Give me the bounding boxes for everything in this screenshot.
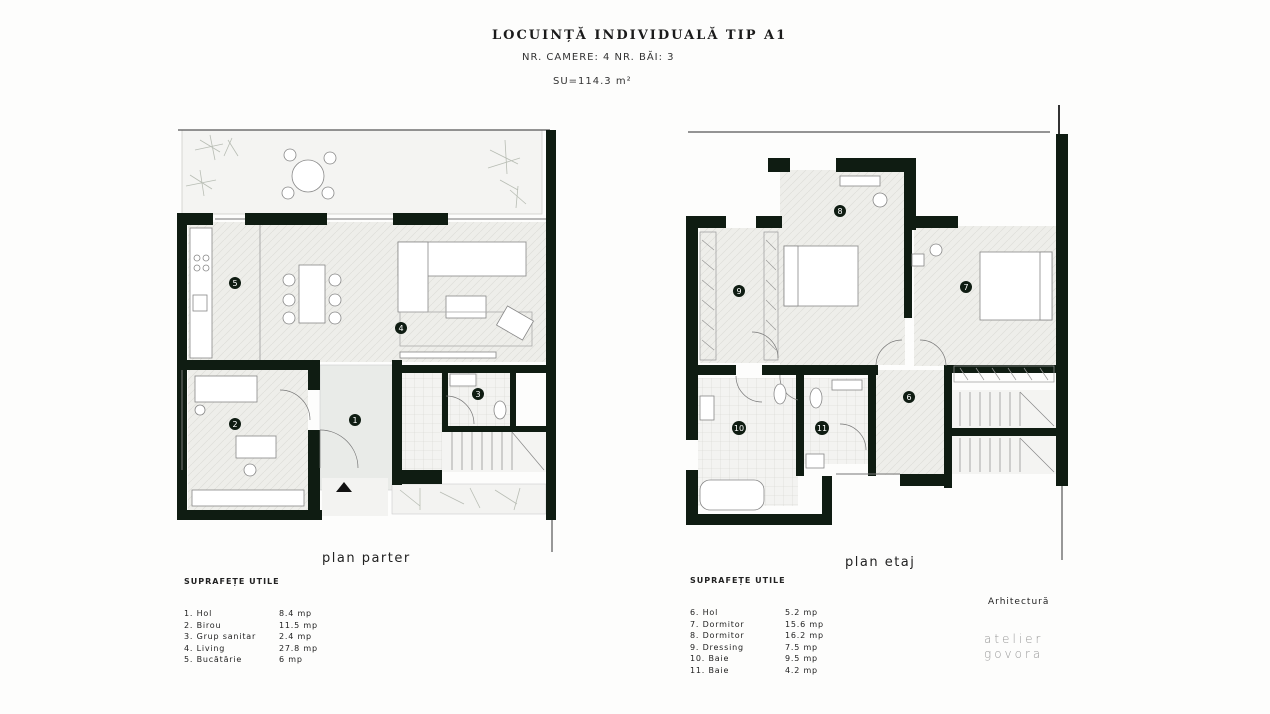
room-number: 1 [352, 416, 357, 425]
room-markers: 1 2 3 4 5 6 7 8 9 10 11 [229, 205, 972, 435]
upper-floor-plan [686, 105, 1068, 560]
room-marker-7: 7 [960, 281, 972, 293]
room-number: 4 [398, 324, 403, 333]
upper-areas-title: SUPRAFEȚE UTILE [690, 576, 786, 585]
room-number: 6 [906, 393, 911, 402]
upper-floor-label: plan etaj [845, 555, 916, 570]
room-number: 10 [734, 424, 744, 433]
room-number: 8 [837, 207, 842, 216]
room-number: 11 [817, 424, 827, 433]
bathroom-fixtures [699, 379, 863, 511]
room-marker-6: 6 [903, 391, 915, 403]
room-marker-1: 1 [349, 414, 361, 426]
bed-icon [783, 175, 1053, 321]
ground-floor-plan [177, 129, 556, 552]
ground-areas-title: SUPRAFEȚE UTILE [184, 577, 280, 586]
drawing-title: LOCUINȚĂ INDIVIDUALĂ TIP A1 [492, 28, 788, 43]
total-area: SU=114.3 m² [553, 76, 632, 87]
sofa-icon [397, 241, 535, 359]
room-marker-5: 5 [229, 277, 241, 289]
room-marker-8: 8 [834, 205, 846, 217]
dining-table-icon [282, 264, 342, 325]
room-marker-10: 10 [732, 421, 746, 435]
room-marker-2: 2 [229, 418, 241, 430]
outdoor-table-icon [281, 148, 337, 200]
room-number: 7 [963, 283, 968, 292]
rooms-count: NR. CAMERE: 4 NR. BĂI: 3 [522, 52, 675, 63]
room-number: 9 [736, 287, 741, 296]
stairs [451, 431, 545, 471]
architecture-credit: Arhitectură [988, 597, 1050, 607]
room-marker-9: 9 [733, 285, 745, 297]
room-marker-3: 3 [472, 388, 484, 400]
kitchen-counter [189, 227, 213, 359]
entrance-arrow-icon [336, 482, 352, 492]
room-number: 3 [475, 390, 480, 399]
office-furniture [191, 375, 305, 507]
studio-logo: atelier govora [984, 632, 1044, 661]
ground-floor-label: plan parter [322, 551, 411, 566]
room-marker-4: 4 [395, 322, 407, 334]
plant-icon [185, 134, 527, 209]
closet [699, 231, 1055, 383]
room-number: 5 [232, 279, 237, 288]
room-number: 2 [232, 420, 237, 429]
room-marker-11: 11 [815, 421, 829, 435]
